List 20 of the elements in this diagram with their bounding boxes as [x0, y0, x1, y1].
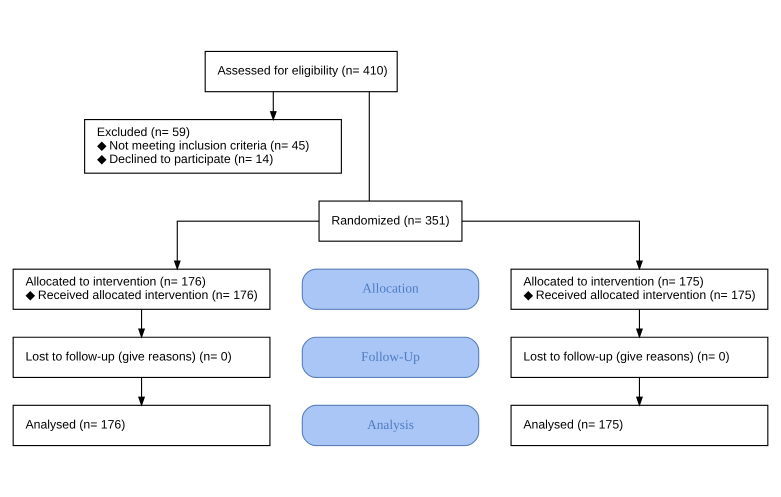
node-box: Analysis [302, 404, 480, 446]
arrow [270, 92, 277, 122]
node-box: Lost to follow-up (give reasons) (n= 0) [510, 336, 768, 378]
arrow [636, 378, 643, 407]
node-box: Allocated to intervention (n= 176) ◆ Received allocated intervention (n= 176) [12, 268, 270, 310]
arrow [636, 310, 643, 339]
arrow [462, 220, 643, 270]
node-box: Analysed (n= 175) [510, 404, 768, 446]
arrow [174, 220, 319, 270]
node-box: Follow-Up [302, 336, 480, 378]
node-box: Allocated to intervention (n= 175) ◆ Received allocated intervention (n= 175) [510, 268, 768, 310]
node-box: Excluded (n= 59) ◆ Not meeting inclusion criteria (n= 45) ◆ Declined to participate (n= 14) [84, 119, 342, 174]
connector [368, 92, 370, 201]
node-box: Assessed for eligibility (n= 410) [204, 50, 398, 92]
arrow [138, 378, 146, 407]
node-box: Randomized (n= 351) [318, 200, 462, 242]
node-box: Lost to follow-up (give reasons) (n= 0) [12, 336, 270, 378]
node-box: Analysed (n= 176) [12, 404, 270, 446]
arrow [138, 310, 146, 339]
node-box: Allocation [302, 268, 480, 310]
